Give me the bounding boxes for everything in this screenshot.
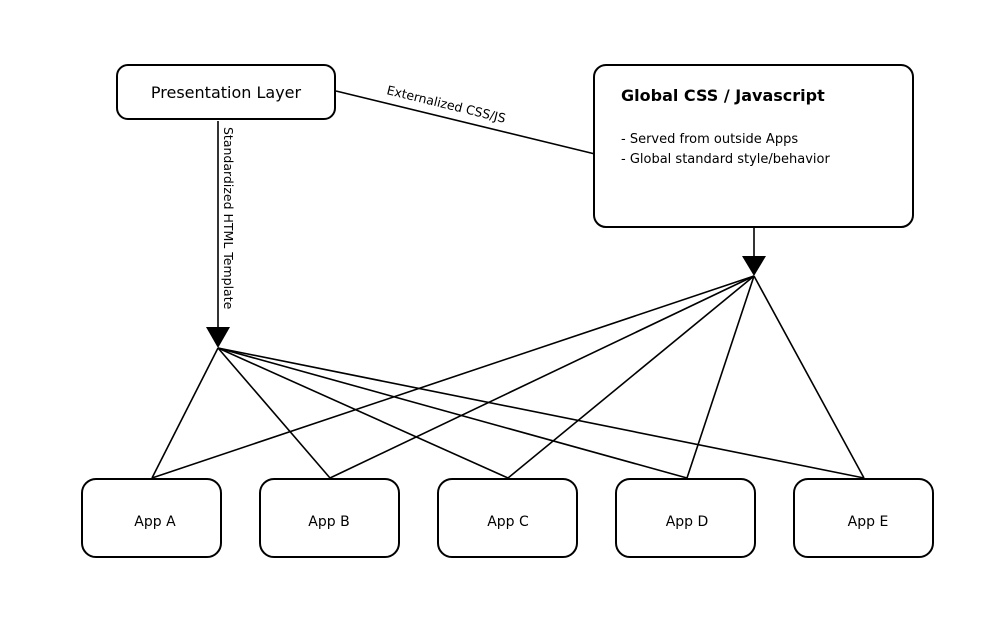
app-b-box: App B — [259, 478, 400, 558]
template-arrowhead — [206, 327, 230, 348]
global-assets-title: Global CSS / Javascript — [621, 86, 825, 105]
presentation-layer-label: Presentation Layer — [151, 83, 302, 102]
app-b-label: App B — [308, 514, 349, 530]
app-e-label: App E — [848, 514, 889, 530]
template-fanout-lines — [151, 347, 865, 479]
global-assets-bullet: - Served from outside Apps — [621, 132, 798, 147]
global-assets-bullet: - Global standard style/behavior — [621, 152, 830, 167]
global-to-app-c-line — [507, 275, 755, 479]
app-d-box: App D — [615, 478, 756, 558]
externalized-css-js-label: Externalized CSS/JS — [385, 82, 507, 125]
presentation-layer-box: Presentation Layer — [116, 64, 336, 120]
global-to-app-d-line — [686, 275, 755, 479]
template-to-app-e-line — [217, 347, 865, 479]
html-template-label: Standardized HTML Template — [221, 127, 236, 310]
app-c-label: App C — [487, 514, 529, 530]
global-arrowhead — [742, 256, 766, 276]
app-e-box: App E — [793, 478, 934, 558]
template-to-app-b-line — [217, 347, 331, 479]
connectors — [151, 90, 865, 479]
global-assets-box: Global CSS / Javascript - Served from ou… — [593, 64, 914, 228]
template-to-app-d-line — [217, 347, 688, 479]
app-d-label: App D — [666, 514, 709, 530]
apps-row: App A App B App C App D App E — [81, 478, 934, 558]
global-to-app-e-line — [753, 275, 865, 479]
global-to-app-a-line — [151, 275, 755, 479]
app-a-label: App A — [134, 514, 176, 530]
template-to-app-c-line — [217, 347, 509, 479]
app-c-box: App C — [437, 478, 578, 558]
global-fanout-lines — [151, 275, 865, 479]
app-a-box: App A — [81, 478, 222, 558]
global-to-app-b-line — [329, 275, 755, 479]
externalized-css-js-connector — [335, 90, 596, 155]
template-to-app-a-line — [151, 347, 219, 479]
